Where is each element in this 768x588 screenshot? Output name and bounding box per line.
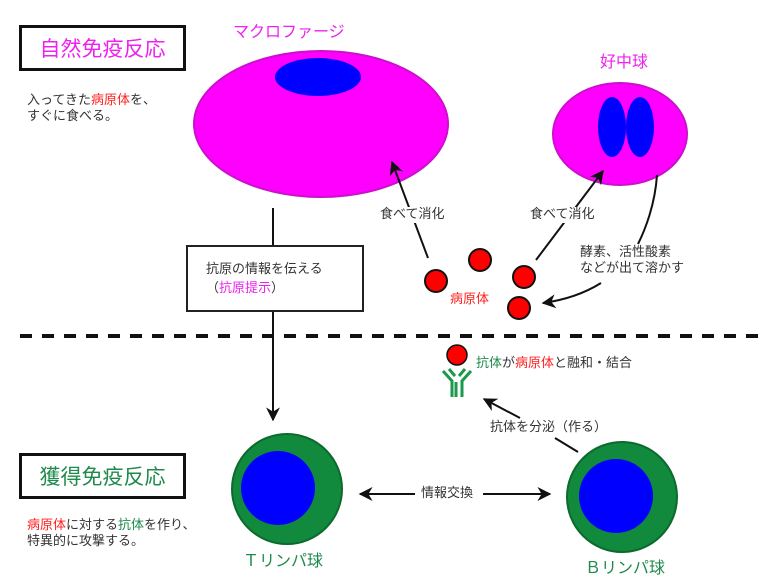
secrete-arrow bbox=[482, 398, 521, 419]
acquired-desc-pathogen: 病原体 bbox=[27, 518, 67, 533]
pathogen bbox=[424, 269, 448, 293]
antigen-box-paren: （ bbox=[206, 280, 220, 296]
acquired-desc-antibody: 抗体 bbox=[118, 518, 145, 533]
antibody-term: 抗体 bbox=[476, 356, 503, 371]
eat-digest-label-1: 食べて消化 bbox=[380, 207, 445, 223]
antibody-icon bbox=[441, 344, 473, 397]
antigen-presentation-term: 抗原提示 bbox=[219, 280, 272, 296]
neutrophil-cell bbox=[552, 82, 688, 186]
b-cell-label: Ｂリンパ球 bbox=[585, 558, 666, 577]
acquired-immunity-title: 獲得免疫反応 bbox=[39, 465, 166, 489]
b-cell-nucleus bbox=[579, 459, 653, 533]
t-cell bbox=[231, 433, 343, 545]
b-cell bbox=[566, 441, 678, 553]
antibody-label-text: が bbox=[502, 356, 516, 371]
info-exchange-label: 情報交換 bbox=[421, 486, 474, 502]
acquired-immunity-title-box: 獲得免疫反応 bbox=[19, 453, 186, 499]
enzyme-label-line1: 酵素、活性酸素 bbox=[580, 245, 672, 260]
innate-desc-text: 入ってきた bbox=[27, 93, 91, 108]
acquired-desc-text: を作り、 bbox=[144, 518, 196, 533]
acquired-desc-text: に対する bbox=[66, 518, 119, 533]
secrete-antibody-label: 抗体を分泌（作る） bbox=[490, 420, 608, 436]
pathogen-term: 病原体 bbox=[515, 356, 555, 371]
acquired-description: 病原体に対する抗体を作り、 特異的に攻撃する。 bbox=[27, 518, 196, 549]
pathogen bbox=[512, 265, 536, 289]
macrophage-cell bbox=[193, 50, 449, 198]
antigen-box-paren: ） bbox=[271, 280, 285, 296]
macrophage-nucleus bbox=[275, 58, 361, 96]
t-cell-nucleus bbox=[241, 451, 315, 525]
macrophage-label: マクロファージ bbox=[233, 22, 345, 41]
antigen-box-line1: 抗原の情報を伝える bbox=[206, 262, 323, 277]
pathogen-label: 病原体 bbox=[450, 292, 490, 307]
secrete-arrow-line bbox=[554, 437, 579, 453]
neutrophil-label: 好中球 bbox=[600, 52, 649, 71]
bound-pathogen bbox=[446, 344, 468, 366]
macrophage-body bbox=[193, 50, 449, 198]
innate-desc-text: を、 bbox=[129, 93, 156, 108]
acquired-desc-text: 特異的に攻撃する。 bbox=[27, 533, 145, 549]
antibody-binding-label: 抗体が病原体と融和・結合 bbox=[476, 356, 632, 372]
neutrophil-nucleus-right bbox=[626, 97, 654, 157]
antibody-y-shape bbox=[441, 368, 473, 397]
eat-digest-label-2: 食べて消化 bbox=[530, 207, 595, 223]
t-cell-label: Ｔリンパ球 bbox=[243, 551, 324, 570]
pathogens bbox=[424, 248, 536, 320]
enzyme-curve-arrow-lower bbox=[541, 282, 602, 309]
innate-immunity-title-box: 自然免疫反応 bbox=[19, 25, 186, 71]
innate-immunity-title: 自然免疫反応 bbox=[39, 37, 166, 61]
pathogen bbox=[507, 296, 531, 320]
enzyme-label-line2: などが出て溶かす bbox=[580, 260, 685, 276]
innate-desc-text: すぐに食べる。 bbox=[27, 108, 119, 124]
antigen-presentation-box: 抗原の情報を伝える （抗原提示） bbox=[186, 245, 364, 312]
antibody-label-text: と融和・結合 bbox=[554, 356, 633, 371]
enzyme-curve-arrow bbox=[637, 174, 658, 245]
innate-desc-pathogen: 病原体 bbox=[90, 93, 130, 108]
pathogen bbox=[468, 248, 492, 272]
neutrophil-nucleus-left bbox=[598, 97, 626, 157]
enzyme-label: 酵素、活性酸素 などが出て溶かす bbox=[580, 245, 684, 276]
innate-description: 入ってきた病原体を、 すぐに食べる。 bbox=[27, 93, 156, 124]
